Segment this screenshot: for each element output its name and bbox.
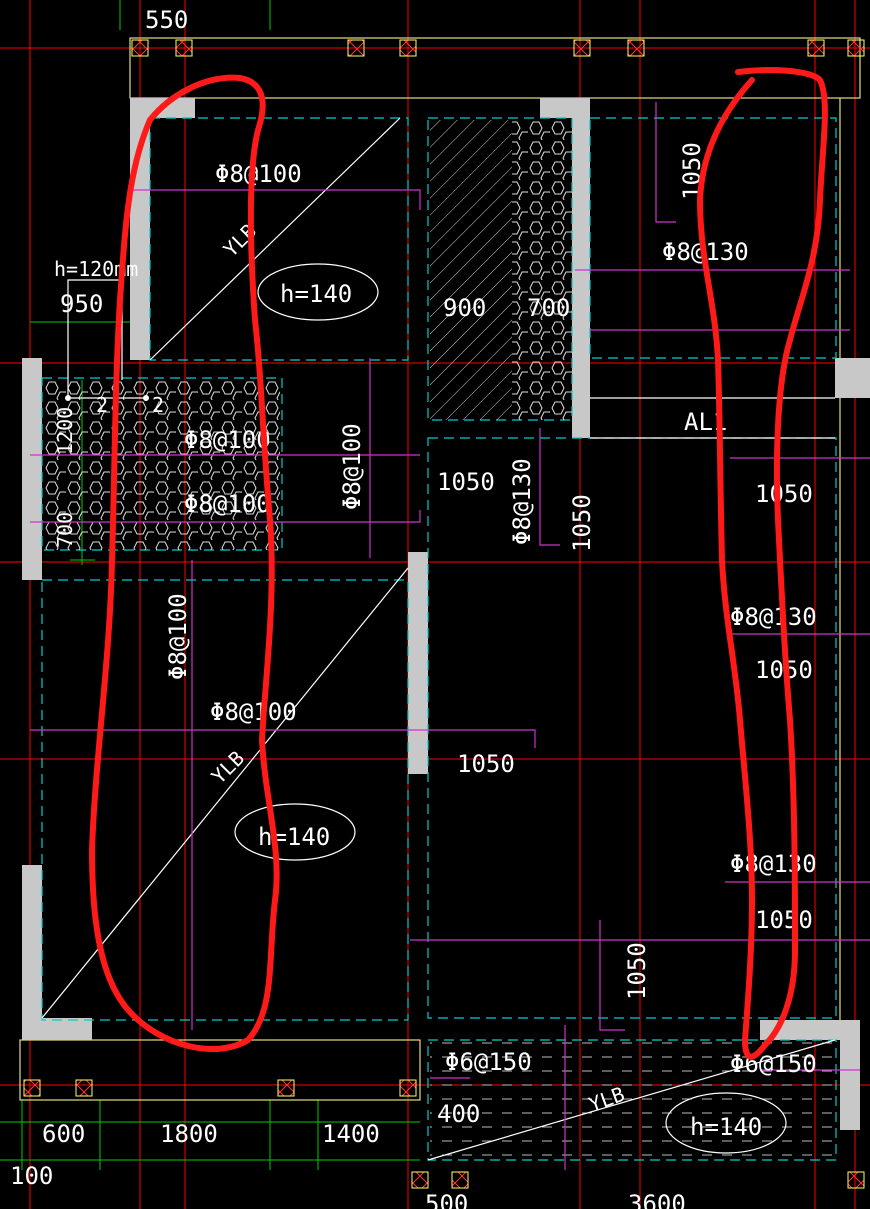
label-ylb-top: YLB bbox=[219, 219, 262, 262]
label-dim-1200: 1200 bbox=[53, 407, 77, 455]
label-dim-1050-mid-horizontal: 1050 bbox=[457, 750, 515, 778]
label-dim-950: 950 bbox=[60, 290, 103, 318]
label-dim-1050-right-3: 1050 bbox=[755, 906, 813, 934]
label-rebar-right-b: Φ8@130 bbox=[730, 850, 817, 878]
label-dim-1050-right-1: 1050 bbox=[755, 480, 813, 508]
markup-loop-right bbox=[697, 67, 828, 1060]
label-rebar-right-a: Φ8@130 bbox=[730, 603, 817, 631]
label-dim-900: 900 bbox=[443, 294, 486, 322]
label-rebar-left-vertical: Φ8@100 bbox=[164, 593, 192, 680]
label-rebar-mid-1: Φ8@100 bbox=[184, 426, 271, 454]
label-rebar-center-vertical: Φ8@130 bbox=[508, 458, 536, 545]
label-rebar-lower: Φ8@100 bbox=[210, 698, 297, 726]
label-rebar-mid-vertical: Φ8@100 bbox=[338, 423, 366, 510]
detail-callout bbox=[65, 279, 149, 401]
walls bbox=[22, 98, 870, 1130]
slab-edges bbox=[41, 117, 837, 1161]
label-h140-bottom: h=140 bbox=[690, 1113, 762, 1141]
label-rebar-6-150-left: Φ6@150 bbox=[445, 1048, 532, 1076]
hatched-areas bbox=[44, 120, 834, 1158]
label-ylb-lower: YLB bbox=[207, 746, 250, 789]
drawing-labels: 550 h=120mm 950 2 2 1200 700 Φ8@100 YLB … bbox=[10, 6, 817, 1209]
label-dim-1050-center-vertical: 1050 bbox=[568, 494, 596, 552]
label-dim-600: 600 bbox=[42, 1120, 85, 1148]
markup-loop-left bbox=[89, 74, 280, 1052]
label-rebar-mid-2: Φ8@100 bbox=[184, 490, 271, 518]
label-dim-700-left: 700 bbox=[53, 512, 77, 548]
slab-thickness-ellipse-top bbox=[257, 263, 379, 321]
label-dim-400: 400 bbox=[437, 1100, 480, 1128]
label-dim-500-partial: 500 bbox=[425, 1190, 468, 1209]
label-dim-1800: 1800 bbox=[160, 1120, 218, 1148]
dimension-lines bbox=[0, 0, 420, 1170]
slab-diagonals bbox=[41, 117, 836, 1161]
label-rebar-top-left: Φ8@100 bbox=[215, 160, 302, 188]
label-dim-100: 100 bbox=[10, 1162, 53, 1190]
label-dim-1050-lower-vertical: 1050 bbox=[623, 942, 651, 1000]
markup-annotations bbox=[89, 67, 828, 1060]
label-dim-550: 550 bbox=[145, 6, 188, 34]
label-section-mark-b: 2 bbox=[152, 393, 164, 417]
label-dim-3600-partial: 3600 bbox=[628, 1190, 686, 1209]
label-h140-lower: h=140 bbox=[258, 823, 330, 851]
label-rebar-6-150-right: Φ6@150 bbox=[730, 1050, 817, 1078]
label-dim-1400: 1400 bbox=[322, 1120, 380, 1148]
structure-outline bbox=[19, 37, 861, 1101]
slab-thickness-ellipse-lower bbox=[234, 803, 356, 861]
label-section-mark-a: 2 bbox=[96, 393, 108, 417]
label-dim-700-hatch: 700 bbox=[527, 294, 570, 322]
slab-thickness-ellipse-bottom bbox=[665, 1092, 787, 1154]
label-dim-1050-center: 1050 bbox=[437, 468, 495, 496]
column-markers bbox=[23, 39, 865, 1189]
label-h140-top: h=140 bbox=[280, 280, 352, 308]
